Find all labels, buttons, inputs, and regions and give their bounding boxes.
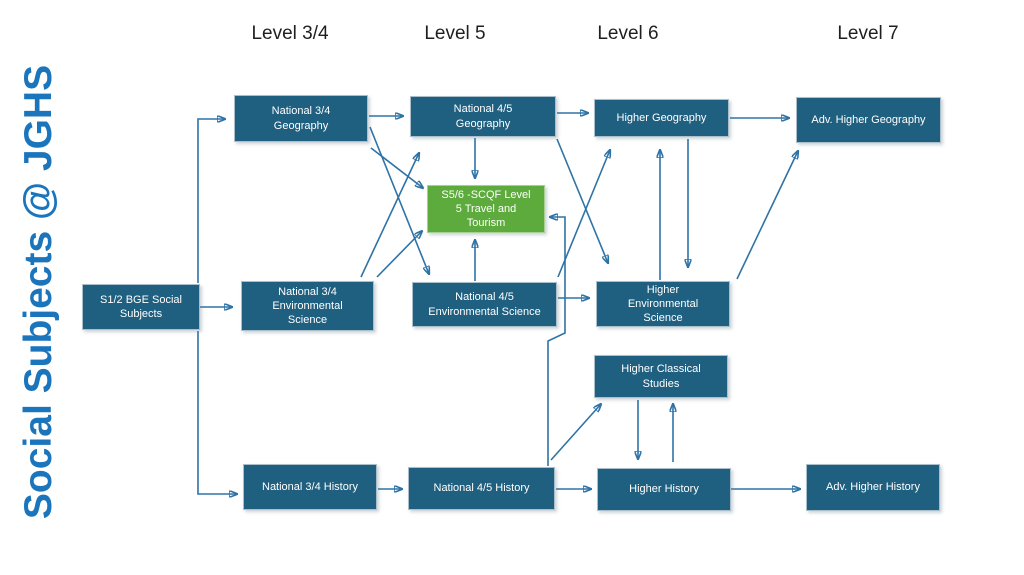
edge-s12-to-nat34-geography: [197, 119, 225, 283]
level-header-3-4: Level 3/4: [251, 23, 329, 44]
node-adv-higher-history: Adv. Higher History: [806, 464, 940, 511]
edge-nat45geo-to-higherenv: [556, 138, 608, 263]
node-national-34-environmental-science: National 3/4 Environmental Science: [241, 281, 374, 331]
edge-nat34geo-to-travel: [370, 147, 423, 188]
node-national-34-history: National 3/4 History: [243, 464, 377, 510]
node-s12-bge-social-subjects: S1/2 BGE Social Subjects: [82, 284, 200, 330]
node-national-45-environmental-science: National 4/5 Environmental Science: [412, 282, 557, 327]
level-header-6: Level 6: [597, 23, 659, 44]
node-national-45-geography: National 4/5 Geography: [410, 96, 556, 137]
node-higher-geography: Higher Geography: [594, 99, 729, 137]
edge-nat45env-to-highergeo: [557, 150, 610, 278]
edge-nat34geo-to-nat45env: [369, 126, 429, 274]
slide-title: Social Subjects @ JGHS: [17, 64, 60, 520]
edge-s12-to-nat34-history: [197, 331, 237, 494]
level-header-7: Level 7: [837, 23, 899, 44]
node-higher-classical-studies: Higher Classical Studies: [594, 355, 728, 398]
edge-nat45hist-to-travel: [547, 217, 566, 466]
edge-nat45hist-to-higherclassical: [550, 404, 601, 461]
node-higher-history: Higher History: [597, 468, 731, 511]
edge-nat34env-to-travel: [376, 231, 422, 278]
node-national-45-history: National 4/5 History: [408, 467, 555, 510]
level-header-5: Level 5: [424, 23, 486, 44]
node-higher-environmental-science: Higher Environmental Science: [596, 281, 730, 327]
node-travel-and-tourism: S5/6 -SCQF Level 5 Travel and Tourism: [427, 185, 545, 233]
edge-nat34env-to-nat45geo: [360, 153, 419, 278]
edge-higherenv-to-advhighergeo: [736, 151, 798, 280]
node-national-34-geography: National 3/4 Geography: [234, 95, 368, 142]
node-adv-higher-geography: Adv. Higher Geography: [796, 97, 941, 143]
